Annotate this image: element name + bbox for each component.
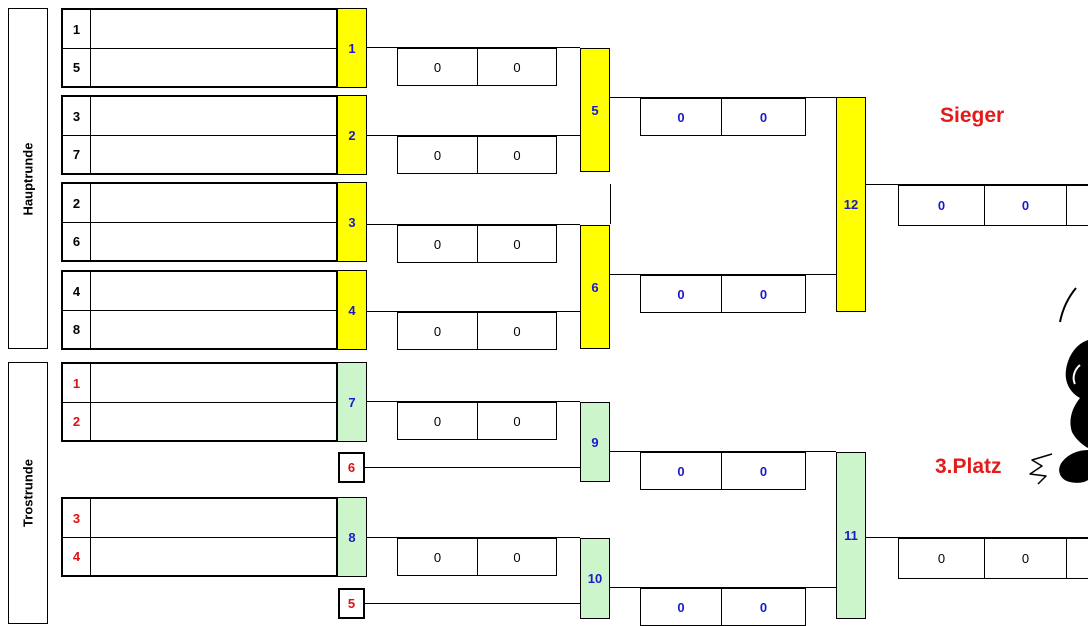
score-input[interactable]: 0 — [477, 402, 557, 440]
score-input[interactable]: 0 — [397, 48, 478, 86]
match-number-box[interactable]: 12 — [836, 97, 866, 312]
team-slot[interactable]: 5 — [63, 48, 336, 86]
team-pair-match-7: 1 2 — [61, 362, 338, 442]
score-input[interactable]: 0 — [477, 538, 557, 576]
score-input-cut[interactable] — [1066, 185, 1088, 226]
trostrunde-label: Trostrunde — [21, 459, 36, 527]
bye-seed-box[interactable]: 6 — [338, 452, 365, 483]
score-input-cut[interactable] — [1066, 538, 1088, 579]
team-seed: 4 — [63, 537, 91, 575]
match-number-box[interactable]: 7 — [337, 362, 367, 442]
match-number-box[interactable]: 6 — [580, 225, 610, 349]
team-slot[interactable]: 4 — [63, 272, 336, 310]
team-slot[interactable]: 7 — [63, 135, 336, 173]
bye-seed-box[interactable]: 5 — [338, 588, 365, 619]
team-seed: 7 — [63, 135, 91, 173]
team-seed: 1 — [63, 10, 91, 48]
team-slot[interactable]: 1 — [63, 10, 336, 48]
team-pair-match-3: 2 6 — [61, 182, 338, 262]
match-number-box[interactable]: 5 — [580, 48, 610, 172]
mascot-motion-lines — [1030, 454, 1052, 484]
team-seed: 4 — [63, 272, 91, 310]
mascot-body-shape — [1066, 340, 1088, 448]
hauptrunde-section: Hauptrunde — [8, 8, 48, 349]
team-slot[interactable]: 8 — [63, 310, 336, 348]
score-input[interactable]: 0 — [898, 538, 985, 579]
score-input[interactable]: 0 — [984, 185, 1067, 226]
team-slot[interactable]: 1 — [63, 364, 336, 402]
hauptrunde-label: Hauptrunde — [21, 142, 36, 215]
score-input[interactable]: 0 — [640, 98, 722, 136]
match-number-box[interactable]: 9 — [580, 402, 610, 482]
match-number-box[interactable]: 4 — [337, 270, 367, 350]
score-input[interactable]: 0 — [477, 136, 557, 174]
team-seed: 3 — [63, 97, 91, 135]
score-input[interactable]: 0 — [397, 538, 478, 576]
match-number-box[interactable]: 8 — [337, 497, 367, 577]
team-slot[interactable]: 3 — [63, 499, 336, 537]
trostrunde-section: Trostrunde — [8, 362, 48, 624]
score-input[interactable]: 0 — [898, 185, 985, 226]
mascot-illustration — [1028, 270, 1088, 520]
score-input[interactable]: 0 — [640, 275, 722, 313]
score-input[interactable]: 0 — [640, 588, 722, 626]
team-slot[interactable]: 3 — [63, 97, 336, 135]
score-input[interactable]: 0 — [397, 312, 478, 350]
match-number-box[interactable]: 11 — [836, 452, 866, 619]
winner-title: Sieger — [940, 104, 1004, 128]
score-input[interactable]: 0 — [640, 452, 722, 490]
score-input[interactable]: 0 — [721, 275, 806, 313]
match-number-box[interactable]: 1 — [337, 8, 367, 88]
score-input[interactable]: 0 — [721, 98, 806, 136]
score-input[interactable]: 0 — [477, 312, 557, 350]
team-pair-match-2: 3 7 — [61, 95, 338, 175]
team-seed: 5 — [63, 48, 91, 86]
match-number-box[interactable]: 10 — [580, 538, 610, 619]
team-seed: 6 — [63, 222, 91, 260]
score-input[interactable]: 0 — [721, 588, 806, 626]
team-slot[interactable]: 2 — [63, 184, 336, 222]
score-input[interactable]: 0 — [477, 48, 557, 86]
score-input[interactable]: 0 — [477, 225, 557, 263]
match-number-box[interactable]: 3 — [337, 182, 367, 262]
mascot-foot-shape — [1059, 450, 1088, 483]
score-input[interactable]: 0 — [397, 225, 478, 263]
score-input[interactable]: 0 — [397, 402, 478, 440]
team-pair-match-1: 1 5 — [61, 8, 338, 88]
team-pair-match-8: 3 4 — [61, 497, 338, 577]
score-input[interactable]: 0 — [397, 136, 478, 174]
match-number-box[interactable]: 2 — [337, 95, 367, 175]
team-seed: 8 — [63, 310, 91, 348]
score-input[interactable]: 0 — [721, 452, 806, 490]
team-slot[interactable]: 4 — [63, 537, 336, 575]
team-pair-match-4: 4 8 — [61, 270, 338, 350]
team-seed: 2 — [63, 184, 91, 222]
team-seed: 1 — [63, 364, 91, 402]
third-place-title: 3.Platz — [935, 455, 1002, 479]
mascot-arm-line — [1060, 288, 1076, 322]
team-slot[interactable]: 6 — [63, 222, 336, 260]
team-slot[interactable]: 2 — [63, 402, 336, 440]
team-seed: 2 — [63, 402, 91, 440]
score-input[interactable]: 0 — [984, 538, 1067, 579]
team-seed: 3 — [63, 499, 91, 537]
